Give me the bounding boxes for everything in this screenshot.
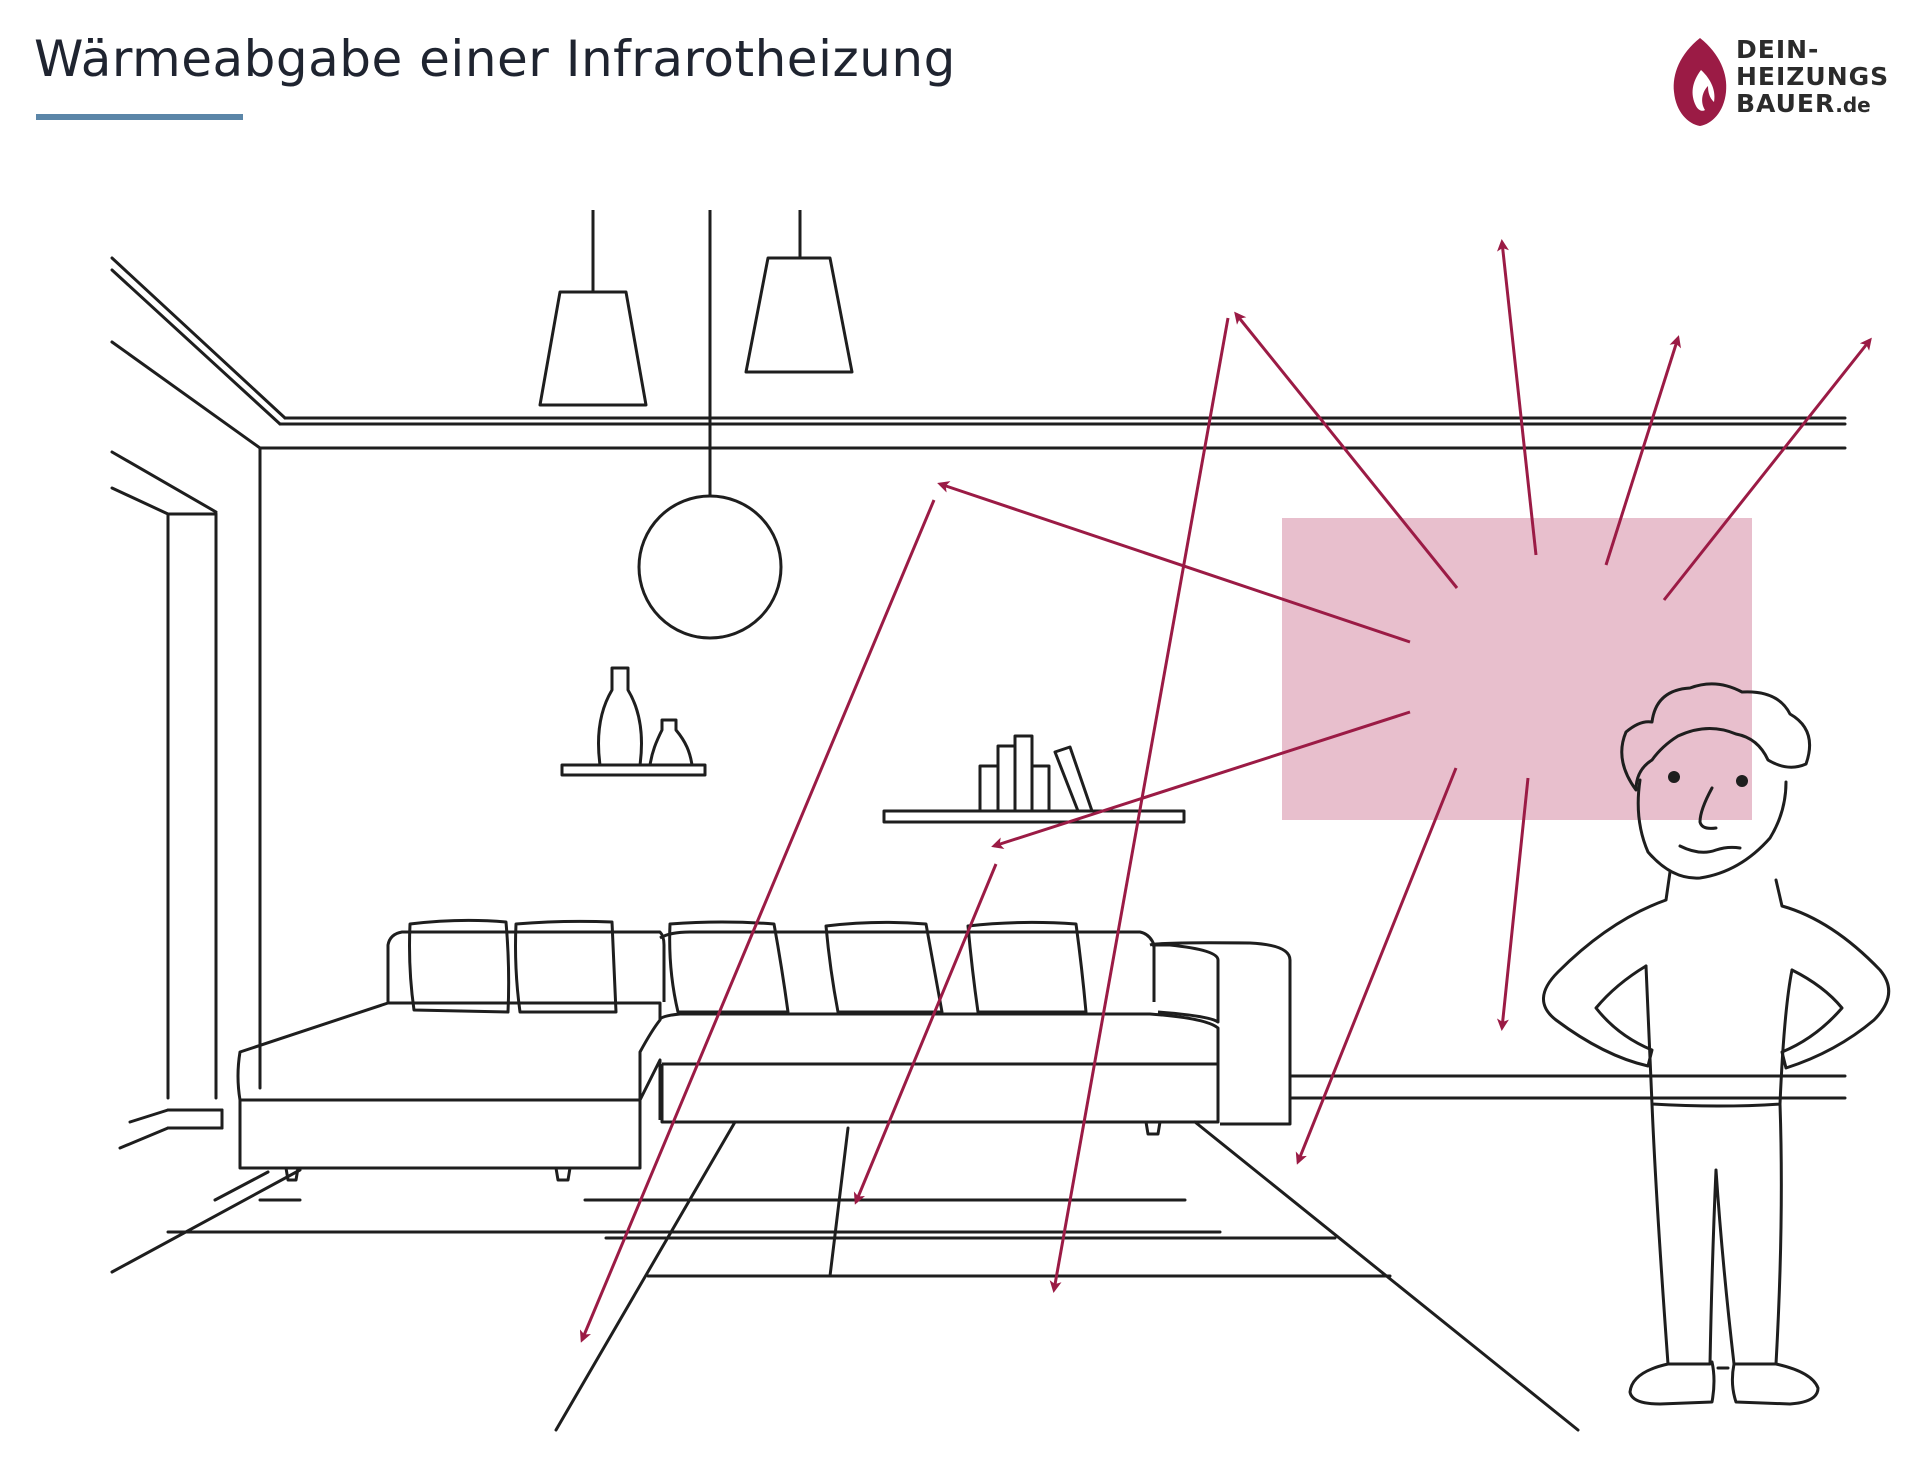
logo-suffix: .de — [1835, 93, 1871, 117]
arrow-shelf — [991, 710, 1411, 849]
logo-line-1: DEIN- — [1736, 35, 1820, 64]
brand-logo: DEIN- HEIZUNGS BAUER.de — [1670, 36, 1900, 130]
heat-radiation-arrows — [579, 239, 1872, 1343]
logo-text: DEIN- HEIZUNGS BAUER.de — [1736, 36, 1889, 119]
arrow-floor-mid — [853, 863, 998, 1205]
wall-shelves — [560, 666, 1186, 824]
arrow-floor-right — [1295, 767, 1458, 1165]
arrow-ceiling-upright — [1604, 335, 1681, 566]
pendant-lamps — [538, 210, 854, 640]
arrow-wall-left — [937, 481, 1411, 644]
logo-line-3: BAUER — [1736, 89, 1836, 118]
arrow-ceiling-up — [1497, 239, 1538, 556]
infrared-heater-panel — [1282, 518, 1752, 820]
arrow-down — [1496, 777, 1530, 1031]
arrow-floor-left — [579, 499, 936, 1343]
person-figure — [1542, 682, 1891, 1406]
room-structure — [110, 256, 1847, 1432]
arrow-ceiling-left — [1234, 311, 1459, 589]
page-title: Wärmeabgabe einer Infrarotheizung — [34, 30, 956, 88]
arrow-ceiling-right — [1662, 337, 1872, 601]
flame-drop-icon — [1673, 38, 1727, 126]
title-underline — [36, 114, 243, 120]
logo-line-2: HEIZUNGS — [1736, 62, 1890, 91]
sofa — [236, 918, 1292, 1182]
arrow-floor-center — [1049, 317, 1230, 1293]
